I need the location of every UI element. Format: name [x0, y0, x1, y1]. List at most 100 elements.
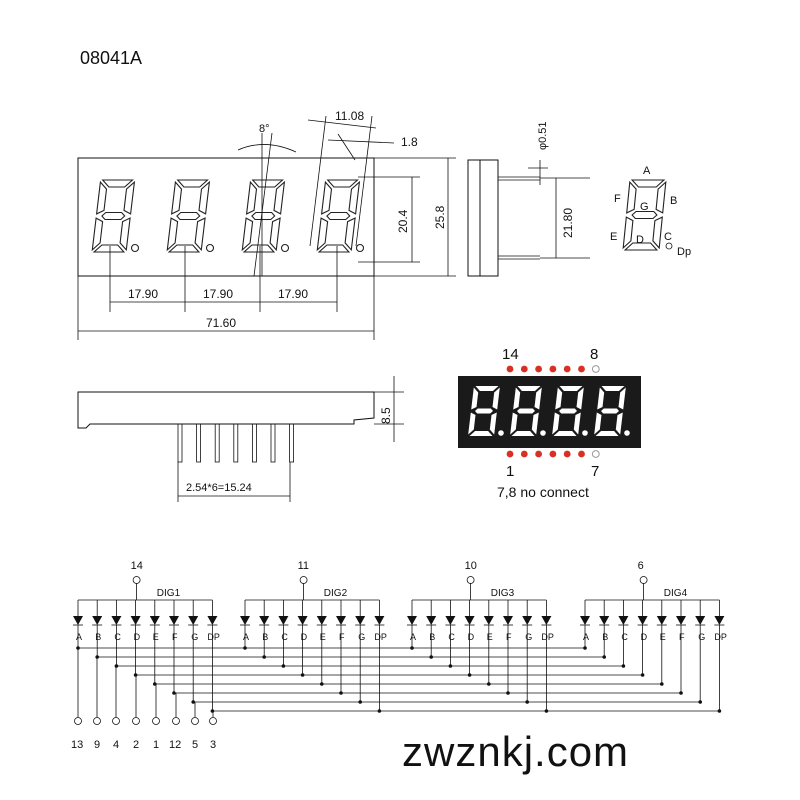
segment-label-4-b: B [602, 632, 608, 642]
diode-2-d [297, 616, 308, 625]
bottom-view: 8.5 2.54*6=15.24 [77, 376, 404, 502]
no-connect-caption: 7,8 no connect [497, 484, 589, 500]
segment-label-2-d: D [301, 632, 308, 642]
pitch-3-dim: 17.90 [278, 287, 308, 301]
segment-label-4-d: D [641, 632, 648, 642]
led-dp-2 [540, 430, 546, 436]
pitch-1-dim: 17.90 [128, 287, 158, 301]
led-bottom-pin-5 [563, 450, 571, 458]
segment-pin-3 [209, 717, 217, 725]
pitch-2-dim: 17.90 [203, 287, 233, 301]
digit-width-dim: 11.08 [335, 109, 364, 123]
diode-1-dp [207, 616, 218, 625]
diode-3-c [445, 616, 456, 625]
front-view-body [77, 157, 375, 277]
front-dp-4 [355, 243, 365, 253]
segment-label-2-a: A [243, 632, 249, 642]
led-bottom-pins [506, 450, 600, 458]
segment-label-1-d: D [134, 632, 141, 642]
segment-label-1-e: E [153, 632, 159, 642]
digit-name-label-2: DIG2 [324, 588, 348, 599]
front-digit-4 [316, 179, 361, 253]
segment-label-3-a: A [410, 632, 416, 642]
watermark: zwznkj.com [402, 728, 630, 775]
bottom-view-body [77, 391, 375, 429]
segment-label-4-c: C [621, 632, 628, 642]
digit-common-pin-label-4: 6 [638, 560, 644, 572]
led-top-pin-4 [549, 365, 557, 373]
diode-1-f [169, 616, 179, 625]
led-top-pin-5 [563, 365, 571, 373]
diode-3-e [483, 616, 494, 625]
diode-2-e [316, 616, 327, 625]
segment-label-1-a: A [76, 632, 82, 642]
segment-pin-5 [191, 717, 199, 725]
side-view-body [467, 159, 499, 277]
pin-diameter-dim: φ0.51 [537, 121, 549, 150]
segment-pin-1 [152, 717, 160, 725]
front-dp-2 [205, 243, 215, 253]
seg-label-e: E [610, 231, 617, 243]
segment-label-4-a: A [583, 632, 589, 642]
diode-2-dp [374, 616, 385, 625]
diode-4-b [599, 616, 610, 625]
led-pin-7-label: 7 [591, 463, 599, 480]
total-height-dim: 25.8 [433, 205, 447, 229]
led-pin-1-label: 1 [506, 463, 514, 480]
front-dp-3 [280, 243, 290, 253]
digit-common-pin-4 [639, 576, 648, 584]
segment-label-4-g: G [698, 632, 705, 642]
pin-pitch-dim: 2.54*6=15.24 [186, 482, 252, 494]
digit-common-pin-2 [299, 576, 308, 584]
segment-label-1-g: G [191, 632, 198, 642]
segment-pin-4 [112, 717, 120, 725]
led-top-pin-3 [535, 365, 542, 373]
segment-label-2-e: E [320, 632, 326, 642]
segment-pin-12 [172, 717, 180, 725]
segment-label-3-dp: DP [541, 632, 554, 642]
bottom-pin-2 [196, 423, 202, 463]
segment-diagram: A B C D E F G Dp [610, 165, 691, 258]
seg-label-b: B [670, 195, 677, 207]
segment-label-3-d: D [468, 632, 475, 642]
led-bottom-pin-1 [506, 450, 514, 458]
diode-4-f [676, 616, 686, 625]
diode-2-c [278, 616, 289, 625]
diode-1-e [149, 616, 160, 625]
led-top-pins [506, 365, 600, 373]
diode-3-b [426, 616, 437, 625]
seg-label-dp: Dp [677, 246, 691, 258]
segment-diagram-digit [622, 179, 667, 251]
bottom-height-dim: 8.5 [379, 407, 393, 424]
diode-2-f [336, 616, 346, 625]
segment-label-4-f: F [679, 632, 685, 642]
slant-angle-dim: 8° [259, 123, 270, 135]
bottom-pin-7 [289, 423, 295, 463]
diode-1-c [111, 616, 122, 625]
diode-3-f [503, 616, 513, 625]
led-dp-1 [498, 430, 504, 436]
segment-label-2-c: C [281, 632, 288, 642]
digit-common-pin-1 [132, 576, 141, 584]
led-top-pin-2 [520, 365, 528, 373]
led-pin-8-label: 8 [590, 346, 598, 363]
segment-pin-label-9: 9 [94, 739, 100, 751]
segment-pin-label-13: 13 [71, 739, 83, 751]
seg-label-d: D [636, 234, 644, 246]
segment-width-dim: 1.8 [401, 135, 418, 149]
diode-4-g [695, 616, 706, 625]
segment-pin-label-2: 2 [133, 739, 139, 751]
segment-pin-label-5: 5 [192, 739, 198, 751]
diode-1-b [92, 616, 103, 625]
led-digit-4 [594, 386, 626, 436]
led-bottom-pin-2 [520, 450, 528, 458]
front-view: 17.90 17.90 17.90 71.60 8° 11.08 1.8 20.… [77, 109, 456, 340]
led-pin-14-label: 14 [502, 346, 519, 363]
segment-label-2-dp: DP [374, 632, 387, 642]
diode-4-d [637, 616, 648, 625]
digit-common-pin-label-2: 11 [298, 560, 309, 572]
